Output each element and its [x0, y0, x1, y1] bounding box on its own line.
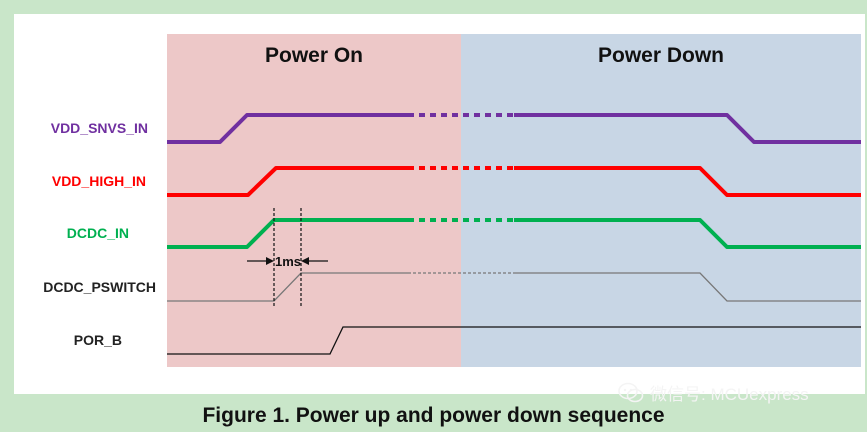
vdd-high-rise — [167, 166, 408, 197]
dcdc-in-fall — [514, 218, 861, 249]
waveform-vdd-snvs-in — [167, 113, 861, 144]
watermark: 微信号: MCUexpress — [618, 380, 809, 405]
power-down-header: Power Down — [598, 44, 724, 67]
power-down-region — [461, 34, 861, 367]
wechat-icon — [618, 382, 644, 402]
dcdc-pswitch-rise — [167, 272, 408, 302]
delay-marker: 1ms — [247, 208, 328, 306]
power-on-header: Power On — [265, 44, 363, 67]
label-dcdc-pswitch: DCDC_PSWITCH — [43, 279, 156, 295]
waveform-por-b — [167, 326, 861, 355]
vdd-snvs-rise — [167, 113, 408, 144]
label-vdd-snvs-in: VDD_SNVS_IN — [51, 120, 148, 136]
watermark-text: 微信号: MCUexpress — [650, 385, 809, 404]
waveform-dcdc-in — [167, 218, 861, 249]
waveform-vdd-high-in — [167, 166, 861, 197]
label-por-b: POR_B — [74, 332, 122, 348]
label-vdd-high-in: VDD_HIGH_IN — [52, 173, 146, 189]
dcdc-in-rise — [167, 218, 408, 249]
delay-arrow-right-head — [301, 257, 309, 265]
delay-arrow-left-head — [266, 257, 274, 265]
power-on-region — [167, 34, 461, 367]
waveform-dcdc-pswitch — [167, 272, 861, 302]
figure-caption: Figure 1. Power up and power down sequen… — [202, 404, 665, 427]
vdd-high-fall — [514, 166, 861, 197]
label-dcdc-in: DCDC_IN — [67, 225, 129, 241]
vdd-snvs-fall — [514, 113, 861, 144]
dcdc-pswitch-fall — [514, 272, 861, 302]
delay-label: 1ms — [275, 254, 301, 269]
